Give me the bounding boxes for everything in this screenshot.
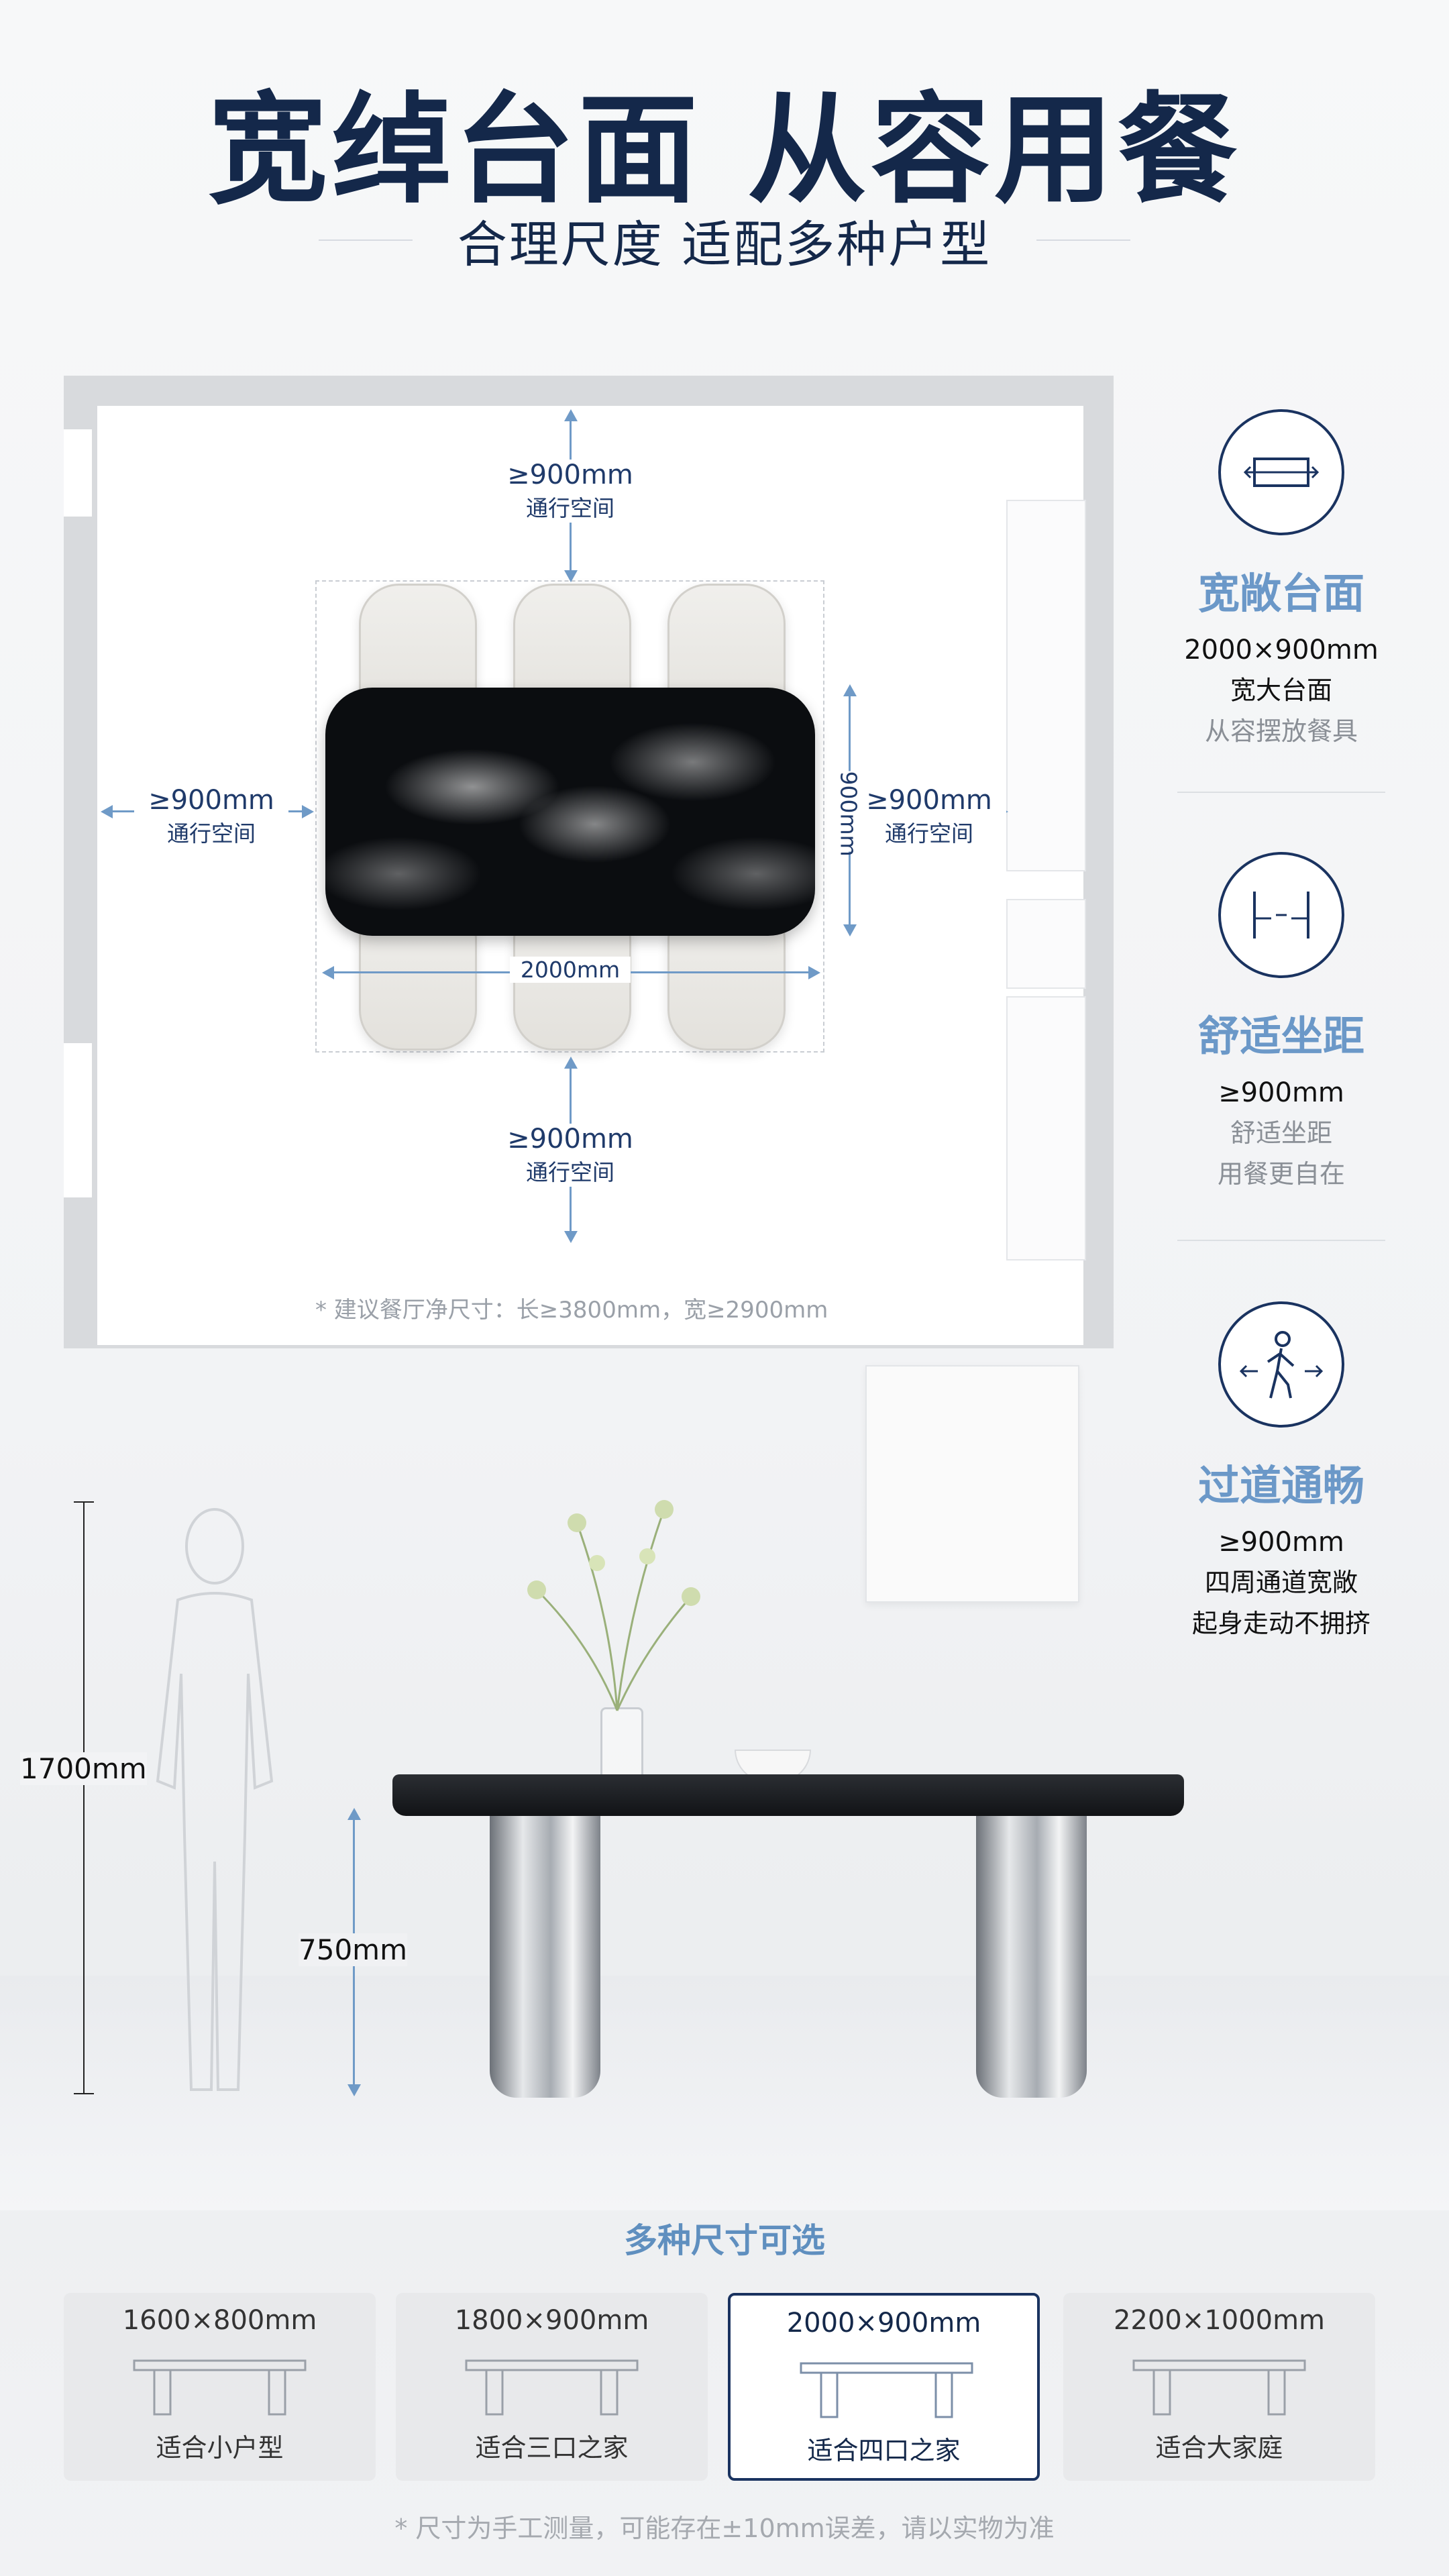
arrow-head-icon [843, 684, 857, 696]
dining-table-top [392, 1774, 1184, 1816]
size-option-2000-selected[interactable]: 2000×900mm 适合四口之家 [728, 2293, 1040, 2481]
feature-title: 舒适坐距 [1197, 1012, 1364, 1061]
person-height-line [83, 1503, 85, 2093]
size-dimension: 1800×900mm [454, 2305, 649, 2336]
clearance-caption: 通行空间 [526, 495, 614, 521]
walking-person-icon [1218, 1301, 1344, 1428]
size-dimension: 2200×1000mm [1113, 2305, 1326, 2336]
wall-cabinet [865, 1365, 1079, 1603]
sizes-title: 多种尺寸可选 [624, 2221, 825, 2260]
feature-note: 用餐更自在 [1217, 1159, 1345, 1189]
feature-desc: 宽大台面 [1230, 676, 1332, 705]
arrow-head-icon [843, 924, 857, 936]
arrow-head-icon [347, 1808, 361, 1820]
plant-pot [1006, 899, 1086, 989]
subtitle-divider-left [319, 239, 413, 241]
bottom-clearance-label: ≥900mm 通行空间 [470, 1124, 671, 1187]
clearance-caption: 通行空间 [167, 820, 256, 847]
page-subtitle: 合理尺度 适配多种户型 [457, 216, 992, 274]
feature-title: 宽敞台面 [1197, 569, 1364, 618]
flower-vase [600, 1707, 643, 1785]
size-dimension: 2000×900mm [786, 2308, 981, 2339]
feature-seat-distance: 舒适坐距 ≥900mm 舒适坐距 用餐更自在 [1177, 852, 1385, 1190]
door-opening [64, 1043, 92, 1197]
plant-branches [527, 1500, 700, 1711]
size-dimension: 1600×800mm [122, 2305, 317, 2336]
table-height-label: 750mm [299, 1933, 407, 1966]
size-option-1600[interactable]: 1600×800mm 适合小户型 [64, 2293, 376, 2481]
table-width-icon [1218, 409, 1344, 535]
clearance-caption: 通行空间 [885, 820, 973, 847]
feature-divider [1177, 792, 1385, 793]
table-outline-icon [465, 2359, 639, 2416]
table-outline-icon [133, 2359, 307, 2416]
feature-desc: 四周通道宽敞 [1204, 1568, 1358, 1597]
dim-tick [74, 1501, 94, 1503]
table-width-label: 900mm [835, 771, 862, 857]
subtitle-divider-right [1036, 239, 1130, 241]
feature-note: 从容摆放餐具 [1204, 716, 1358, 746]
cabinet-lower [1006, 996, 1086, 1260]
subtitle-row: 合理尺度 适配多种户型 [0, 205, 1449, 274]
arrow-head-icon [564, 1231, 578, 1243]
arrow-head-icon [101, 805, 113, 818]
person-silhouette [138, 1499, 292, 2106]
measurement-footnote: * 尺寸为手工测量，可能存在±10mm误差，请以实物为准 [394, 2514, 1055, 2543]
table-outline-icon [1132, 2359, 1306, 2416]
window-opening-top [64, 429, 92, 517]
size-option-2200[interactable]: 2200×1000mm 适合大家庭 [1063, 2293, 1375, 2481]
dim-tick [74, 2093, 94, 2094]
size-suitable-label: 适合大家庭 [1155, 2433, 1283, 2463]
feature-value: ≥900mm [1218, 1527, 1344, 1558]
arrow-head-icon [564, 570, 578, 582]
table-leg-left [490, 1816, 600, 2098]
feature-title: 过道通畅 [1197, 1461, 1364, 1510]
room-size-note: * 建议餐厅净尺寸：长≥3800mm，宽≥2900mm [315, 1297, 828, 1324]
feature-note: 起身走动不拥挤 [1191, 1609, 1371, 1638]
clearance-value: ≥900mm [866, 785, 992, 816]
top-clearance-label: ≥900mm 通行空间 [470, 460, 671, 523]
right-clearance-label: ≥900mm 通行空间 [852, 785, 1006, 848]
arrow-head-icon [347, 2084, 361, 2096]
feature-aisle: 过道通畅 ≥900mm 四周通道宽敞 起身走动不拥挤 [1177, 1301, 1385, 1640]
size-suitable-label: 适合小户型 [156, 2433, 284, 2463]
feature-desc: 舒适坐距 [1230, 1118, 1332, 1148]
arrow-head-icon [302, 805, 314, 818]
clearance-value: ≥900mm [507, 1124, 633, 1155]
person-height-label: 1700mm [20, 1752, 147, 1785]
size-suitable-label: 适合四口之家 [807, 2436, 961, 2465]
size-suitable-label: 适合三口之家 [475, 2433, 629, 2463]
cabinet-upper [1006, 500, 1086, 871]
feature-divider [1177, 1240, 1385, 1241]
seat-distance-icon [1218, 852, 1344, 978]
feature-value: ≥900mm [1218, 1077, 1344, 1108]
feature-wide-top: 宽敞台面 2000×900mm 宽大台面 从容摆放餐具 [1177, 409, 1385, 747]
arrow-head-icon [808, 966, 820, 979]
floor [0, 1976, 1449, 2210]
arrow-head-icon [564, 409, 578, 421]
left-clearance-label: ≥900mm 通行空间 [134, 785, 288, 848]
clearance-caption: 通行空间 [526, 1159, 614, 1185]
feature-value: 2000×900mm [1184, 635, 1379, 665]
page-title: 宽绰台面 从容用餐 [208, 80, 1241, 219]
arrow-head-icon [322, 966, 334, 979]
table-length-label: 2000mm [510, 957, 631, 983]
size-option-1800[interactable]: 1800×900mm 适合三口之家 [396, 2293, 708, 2481]
table-leg-right [976, 1816, 1087, 2098]
marble-tabletop [325, 688, 815, 936]
table-outline-icon [800, 2362, 973, 2418]
clearance-value: ≥900mm [507, 460, 633, 490]
clearance-value: ≥900mm [148, 785, 274, 816]
arrow-head-icon [564, 1057, 578, 1069]
